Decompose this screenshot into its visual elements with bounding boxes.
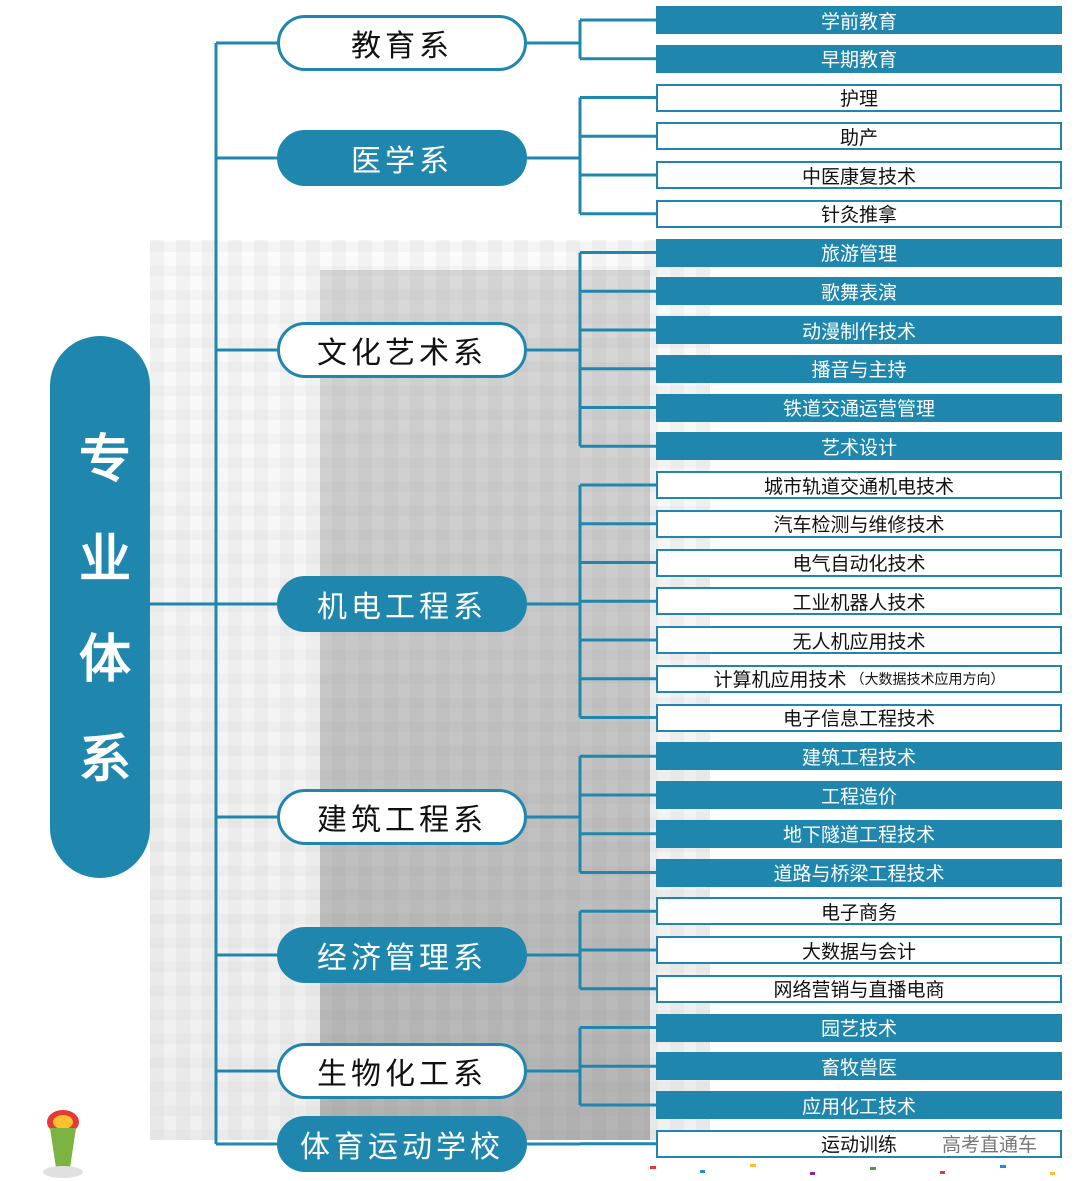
major-item: 汽车检测与维修技术 bbox=[656, 509, 1062, 538]
department-node: 经济管理系 bbox=[277, 927, 527, 983]
major-label: 城市轨道交通机电技术 bbox=[763, 475, 954, 498]
major-item: 早期教育 bbox=[656, 44, 1062, 73]
major-label: 旅游管理 bbox=[820, 243, 897, 265]
major-item: 旅游管理 bbox=[656, 238, 1062, 267]
major-label: 动漫制作技术 bbox=[801, 320, 916, 343]
major-label: 计算机应用技术 bbox=[713, 669, 847, 692]
major-label: 运动训练 bbox=[820, 1134, 897, 1157]
confetti-decoration bbox=[650, 1164, 1055, 1175]
major-item: 铁道交通运营管理 bbox=[656, 393, 1062, 422]
department-node: 教育系 bbox=[277, 15, 527, 71]
major-item: 动漫制作技术 bbox=[656, 316, 1062, 344]
major-label: 园艺技术 bbox=[820, 1018, 897, 1040]
major-item: 园艺技术 bbox=[656, 1013, 1062, 1042]
major-label: 汽车检测与维修技术 bbox=[773, 514, 945, 537]
major-item: 电子信息工程技术 bbox=[656, 703, 1062, 732]
root-label: 专业体系 bbox=[69, 431, 131, 831]
major-item: 护理 bbox=[656, 83, 1062, 112]
major-item: 电子商务 bbox=[656, 897, 1062, 926]
major-item: 学前教育 bbox=[656, 6, 1062, 34]
major-item: 工业机器人技术 bbox=[656, 587, 1062, 616]
major-item: 无人机应用技术 bbox=[656, 626, 1062, 654]
major-item: 运动训练 bbox=[656, 1129, 1062, 1158]
major-item: 道路与桥梁工程技术 bbox=[656, 858, 1062, 887]
major-sublabel: （大数据技术应用方向） bbox=[850, 671, 1005, 688]
major-item: 中医康复技术 bbox=[656, 161, 1062, 189]
root-node: 专业体系 bbox=[50, 336, 150, 878]
department-node: 建筑工程系 bbox=[277, 789, 527, 845]
major-label: 电子商务 bbox=[820, 901, 897, 924]
major-item: 城市轨道交通机电技术 bbox=[656, 471, 1062, 499]
major-item: 工程造价 bbox=[656, 781, 1062, 809]
major-label: 畜牧兽医 bbox=[820, 1056, 897, 1079]
major-label: 护理 bbox=[839, 88, 878, 110]
major-label: 学前教育 bbox=[820, 10, 897, 33]
major-label: 网络营销与直播电商 bbox=[773, 979, 945, 1002]
major-label: 道路与桥梁工程技术 bbox=[773, 863, 945, 885]
major-label: 早期教育 bbox=[820, 49, 897, 72]
major-item: 畜牧兽医 bbox=[656, 1052, 1062, 1081]
department-node: 机电工程系 bbox=[277, 576, 527, 632]
party-horn-icon bbox=[43, 1110, 83, 1178]
department-node: 体育运动学校 bbox=[277, 1116, 527, 1172]
major-label: 地下隧道工程技术 bbox=[782, 824, 935, 847]
major-item: 应用化工技术 bbox=[656, 1091, 1062, 1119]
major-item: 助产 bbox=[656, 122, 1062, 151]
major-label: 中医康复技术 bbox=[801, 165, 916, 188]
major-item: 艺术设计 bbox=[656, 432, 1062, 461]
major-label: 电气自动化技术 bbox=[792, 553, 926, 575]
major-item: 歌舞表演 bbox=[656, 277, 1062, 306]
major-item: 网络营销与直播电商 bbox=[656, 974, 1062, 1003]
major-label: 艺术设计 bbox=[820, 436, 897, 459]
major-label: 工程造价 bbox=[820, 785, 897, 808]
background-building-tower bbox=[320, 270, 650, 1140]
major-label: 大数据与会计 bbox=[801, 940, 916, 963]
major-item: 针灸推拿 bbox=[656, 199, 1062, 228]
major-label: 播音与主持 bbox=[811, 359, 907, 382]
major-label: 铁道交通运营管理 bbox=[782, 398, 935, 420]
major-label: 无人机应用技术 bbox=[792, 630, 926, 653]
major-label: 工业机器人技术 bbox=[792, 591, 926, 614]
major-label: 歌舞表演 bbox=[820, 281, 897, 304]
major-item: 大数据与会计 bbox=[656, 936, 1062, 964]
major-label: 电子信息工程技术 bbox=[782, 708, 935, 730]
watermark: 高考直通车 bbox=[942, 1134, 1038, 1156]
department-node: 生物化工系 bbox=[277, 1043, 527, 1099]
major-item: 建筑工程技术 bbox=[656, 742, 1062, 771]
major-item: 电气自动化技术 bbox=[656, 548, 1062, 577]
major-label: 助产 bbox=[839, 126, 878, 149]
major-label: 应用化工技术 bbox=[801, 1095, 916, 1118]
major-item: 计算机应用技术（大数据技术应用方向） bbox=[656, 664, 1062, 693]
department-node: 文化艺术系 bbox=[277, 322, 527, 378]
major-label: 针灸推拿 bbox=[820, 204, 897, 227]
major-label: 建筑工程技术 bbox=[801, 746, 916, 769]
major-item: 播音与主持 bbox=[656, 354, 1062, 383]
major-item: 地下隧道工程技术 bbox=[656, 819, 1062, 848]
department-node: 医学系 bbox=[277, 130, 527, 186]
